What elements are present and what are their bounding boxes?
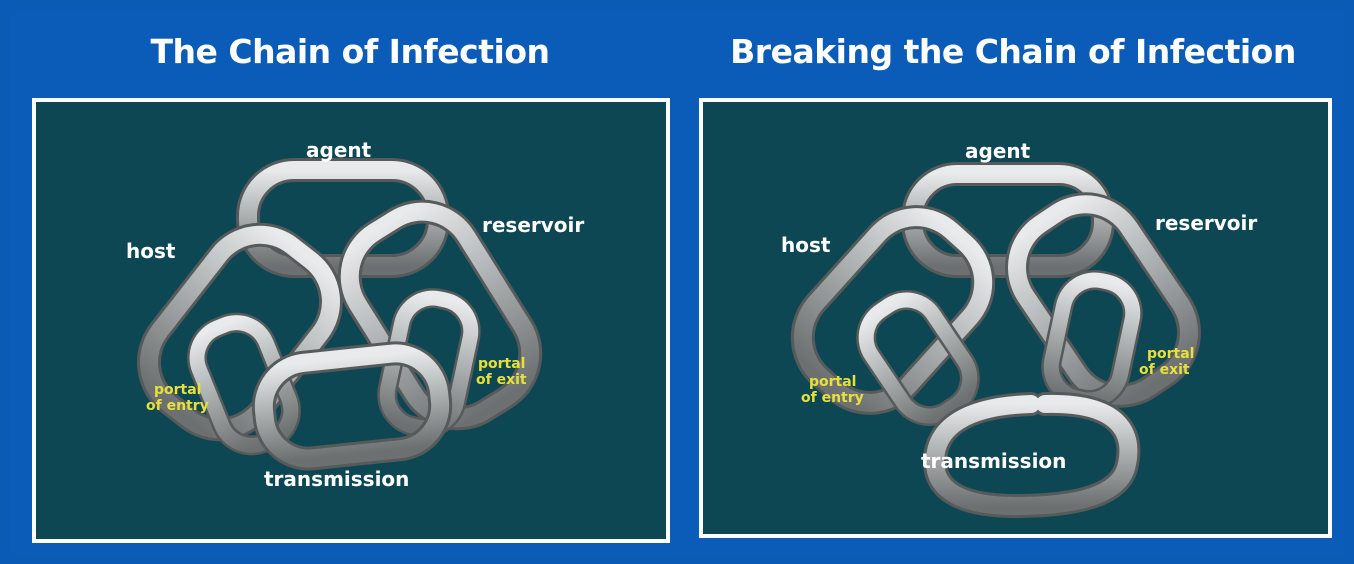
chain-diagram: agent reservoir host portal of exit port…: [36, 102, 666, 539]
left-panel-title: The Chain of Infection: [30, 32, 670, 71]
label-reservoir: reservoir: [482, 213, 584, 237]
label-reservoir: reservoir: [1155, 211, 1257, 235]
label-host: host: [781, 233, 831, 257]
label-agent: agent: [965, 139, 1031, 163]
label-portal-exit-1: portal: [478, 356, 525, 372]
label-host: host: [126, 239, 176, 263]
label-portal-exit-1: portal: [1147, 346, 1194, 362]
label-portal-entry-1: portal: [809, 374, 856, 390]
label-transmission: transmission: [264, 467, 409, 491]
label-portal-entry-2: of entry: [146, 398, 209, 414]
breaking-chain-panel: agent reservoir host portal of exit port…: [699, 98, 1332, 538]
label-portal-exit-2: of exit: [476, 372, 527, 388]
label-portal-entry-1: portal: [154, 382, 201, 398]
label-portal-exit-2: of exit: [1139, 362, 1190, 378]
right-panel-title: Breaking the Chain of Infection: [692, 32, 1334, 71]
label-transmission: transmission: [921, 449, 1066, 473]
label-agent: agent: [306, 138, 372, 162]
chain-of-infection-panel: agent reservoir host portal of exit port…: [32, 98, 670, 543]
broken-chain-diagram: agent reservoir host portal of exit port…: [703, 102, 1328, 534]
label-portal-entry-2: of entry: [801, 390, 864, 406]
